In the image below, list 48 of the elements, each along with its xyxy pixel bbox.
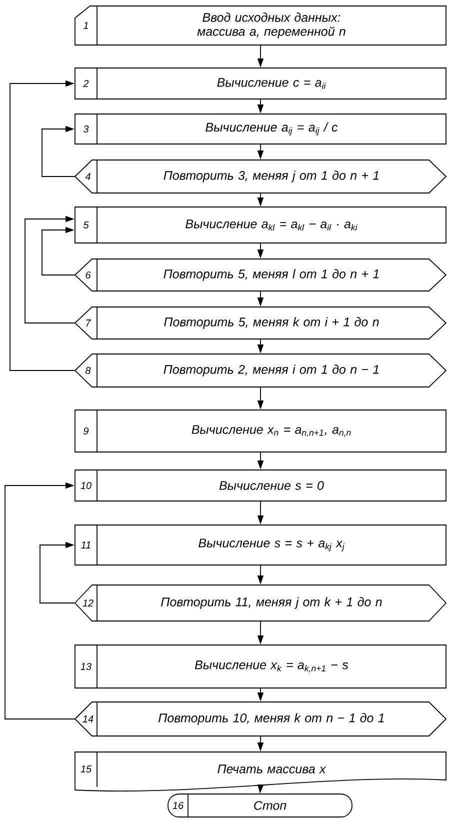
step-text: Вычисление s = 0 bbox=[219, 481, 324, 490]
step-text: Вычисление x$_{n}$ = a$_{n,n+1}$, a$_{n,n}$ bbox=[192, 425, 351, 437]
step-number: 10 bbox=[80, 482, 92, 490]
step-text: Вычисление c = a$_{ii}$ bbox=[217, 78, 326, 89]
step-number: 8 bbox=[85, 366, 91, 374]
step-text: Повторить 5, меняя k от i + 1 до n bbox=[164, 317, 379, 329]
step-number: 9 bbox=[84, 427, 89, 435]
process-box bbox=[74, 644, 446, 688]
step-number: 16 bbox=[172, 802, 184, 810]
step-number: 6 bbox=[86, 271, 91, 279]
input-block bbox=[74, 6, 446, 46]
process-box bbox=[74, 410, 446, 452]
step-number: 15 bbox=[80, 766, 92, 772]
step-number: 4 bbox=[85, 173, 90, 180]
arrow bbox=[10, 80, 75, 371]
process-box bbox=[74, 524, 446, 566]
arrow bbox=[4, 482, 75, 720]
step-number: 1 bbox=[83, 22, 88, 29]
process-box bbox=[74, 470, 446, 502]
process-box bbox=[74, 114, 446, 144]
step-text: Стоп bbox=[254, 801, 286, 810]
step-text: Вычисление x$_{k}$ = a$_{k,n+1}$ − s bbox=[194, 660, 348, 672]
step-number: 13 bbox=[80, 662, 92, 670]
process-box bbox=[74, 206, 446, 244]
arrow bbox=[42, 226, 75, 276]
step-number: 12 bbox=[82, 600, 94, 606]
step-text: Ввод исходных данных: массива a, переменной n bbox=[197, 12, 346, 38]
terminal-block bbox=[168, 794, 352, 818]
step-text: Вычисление a$_{ij}$ = a$_{ij}$ / c bbox=[206, 122, 338, 136]
step-number: 2 bbox=[83, 80, 89, 87]
step-text: Повторить 5, меняя l от 1 до n + 1 bbox=[164, 269, 379, 281]
step-text: Вычисление s = s + a$_{kj}$ x$_{j}$ bbox=[198, 538, 344, 552]
step-text: Повторить 2, меняя i от 1 до n − 1 bbox=[164, 364, 379, 376]
step-text: Вычисление a$_{kl}$ = a$_{kl}$ − a$_{il}$ · a$_{ki}$ bbox=[186, 220, 358, 230]
step-text: Повторить 3, меняя j от 1 до n + 1 bbox=[164, 170, 379, 182]
step-number: 3 bbox=[83, 125, 89, 133]
step-number: 11 bbox=[81, 542, 90, 548]
step-number: 7 bbox=[86, 320, 92, 326]
step-text: Печать массива x bbox=[218, 764, 326, 774]
process-box bbox=[74, 68, 446, 100]
document-block bbox=[74, 752, 446, 792]
step-number: 14 bbox=[82, 716, 94, 722]
arrow bbox=[40, 542, 75, 604]
arrow bbox=[42, 126, 75, 177]
step-number: 5 bbox=[83, 222, 89, 228]
step-text: Повторить 10, меняя k от n − 1 до 1 bbox=[158, 713, 384, 725]
step-text: Повторить 11, меняя j от k + 1 до n bbox=[161, 597, 382, 609]
arrow bbox=[24, 216, 75, 324]
